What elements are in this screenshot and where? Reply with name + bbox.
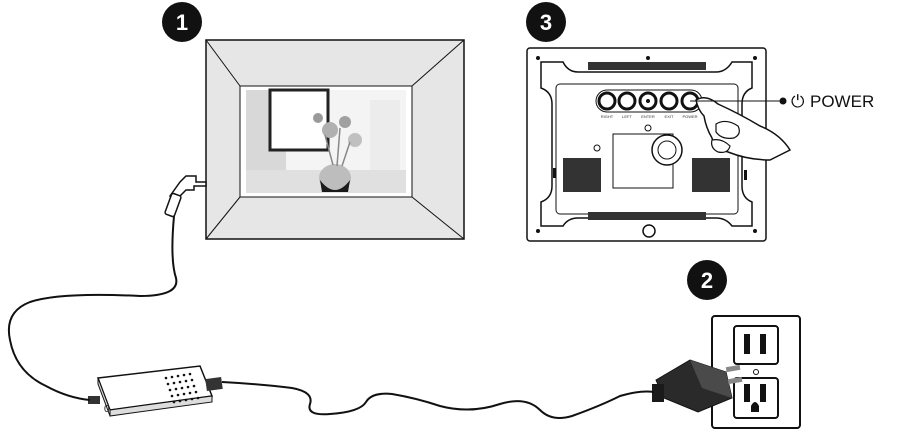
- step-number: 2: [701, 268, 713, 293]
- button-label: EXIT: [665, 114, 674, 119]
- step-2-badge: 2: [687, 260, 727, 300]
- frame-photo: [246, 90, 406, 193]
- ac-adapter: 0: [88, 366, 223, 416]
- dc-plug: [165, 176, 206, 217]
- enter-button[interactable]: [640, 93, 656, 109]
- step-1-badge: 1: [162, 2, 202, 42]
- right-button[interactable]: [599, 93, 615, 109]
- button-label: RIGHT: [601, 114, 614, 119]
- back-buttons: RIGHT LEFT ENTER EXIT POWER: [596, 90, 702, 119]
- left-button[interactable]: [619, 93, 635, 109]
- adapter-mark: 0: [104, 404, 110, 415]
- photo-frame-front: [165, 40, 464, 239]
- button-label: POWER: [682, 114, 697, 119]
- ac-cable: [222, 382, 654, 418]
- step-number: 1: [176, 10, 188, 35]
- photo-frame-back: RIGHT LEFT ENTER EXIT POWER ⏻ POWER: [527, 48, 874, 241]
- power-icon: ⏻: [791, 92, 805, 111]
- step-number: 3: [540, 10, 552, 35]
- button-label: ENTER: [641, 114, 655, 119]
- button-label: LEFT: [622, 114, 632, 119]
- power-label: POWER: [810, 92, 874, 111]
- step-3-badge: 3: [526, 2, 566, 42]
- exit-button[interactable]: [661, 93, 677, 109]
